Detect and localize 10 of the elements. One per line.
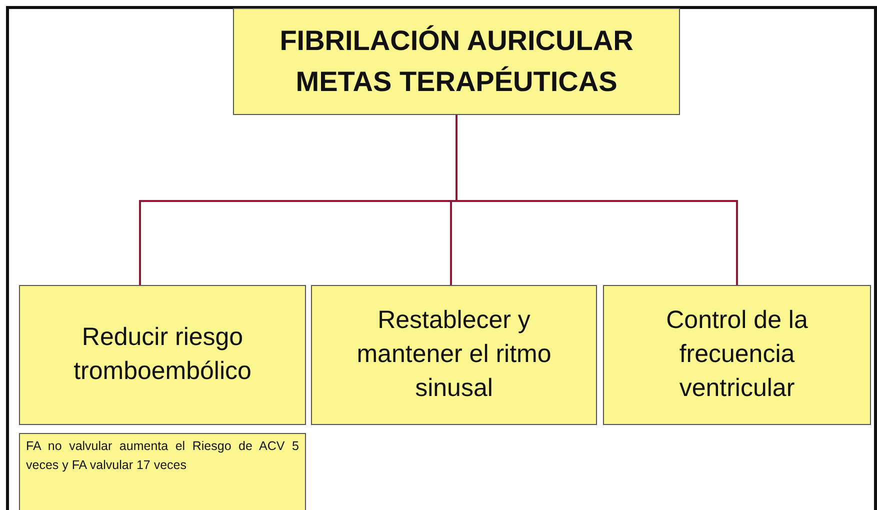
goal-text: Restablecer y mantener el ritmo sinusal xyxy=(356,305,552,404)
title-text: FIBRILACIÓN AURICULAR METAS TERAPÉUTICAS xyxy=(278,24,634,98)
title-box xyxy=(233,8,680,115)
note-box xyxy=(19,433,306,510)
goal-text: Control de la frecuencia ventricular xyxy=(665,305,809,404)
goal-box xyxy=(19,285,306,425)
goal-text: Reducir riesgo tromboembólico xyxy=(72,322,252,387)
goal-box xyxy=(311,285,597,425)
goal-box xyxy=(603,285,871,425)
note-text: FA no valvular aumenta el Riesgo de ACV 5 veces y FA valvular 17 veces xyxy=(25,438,300,474)
